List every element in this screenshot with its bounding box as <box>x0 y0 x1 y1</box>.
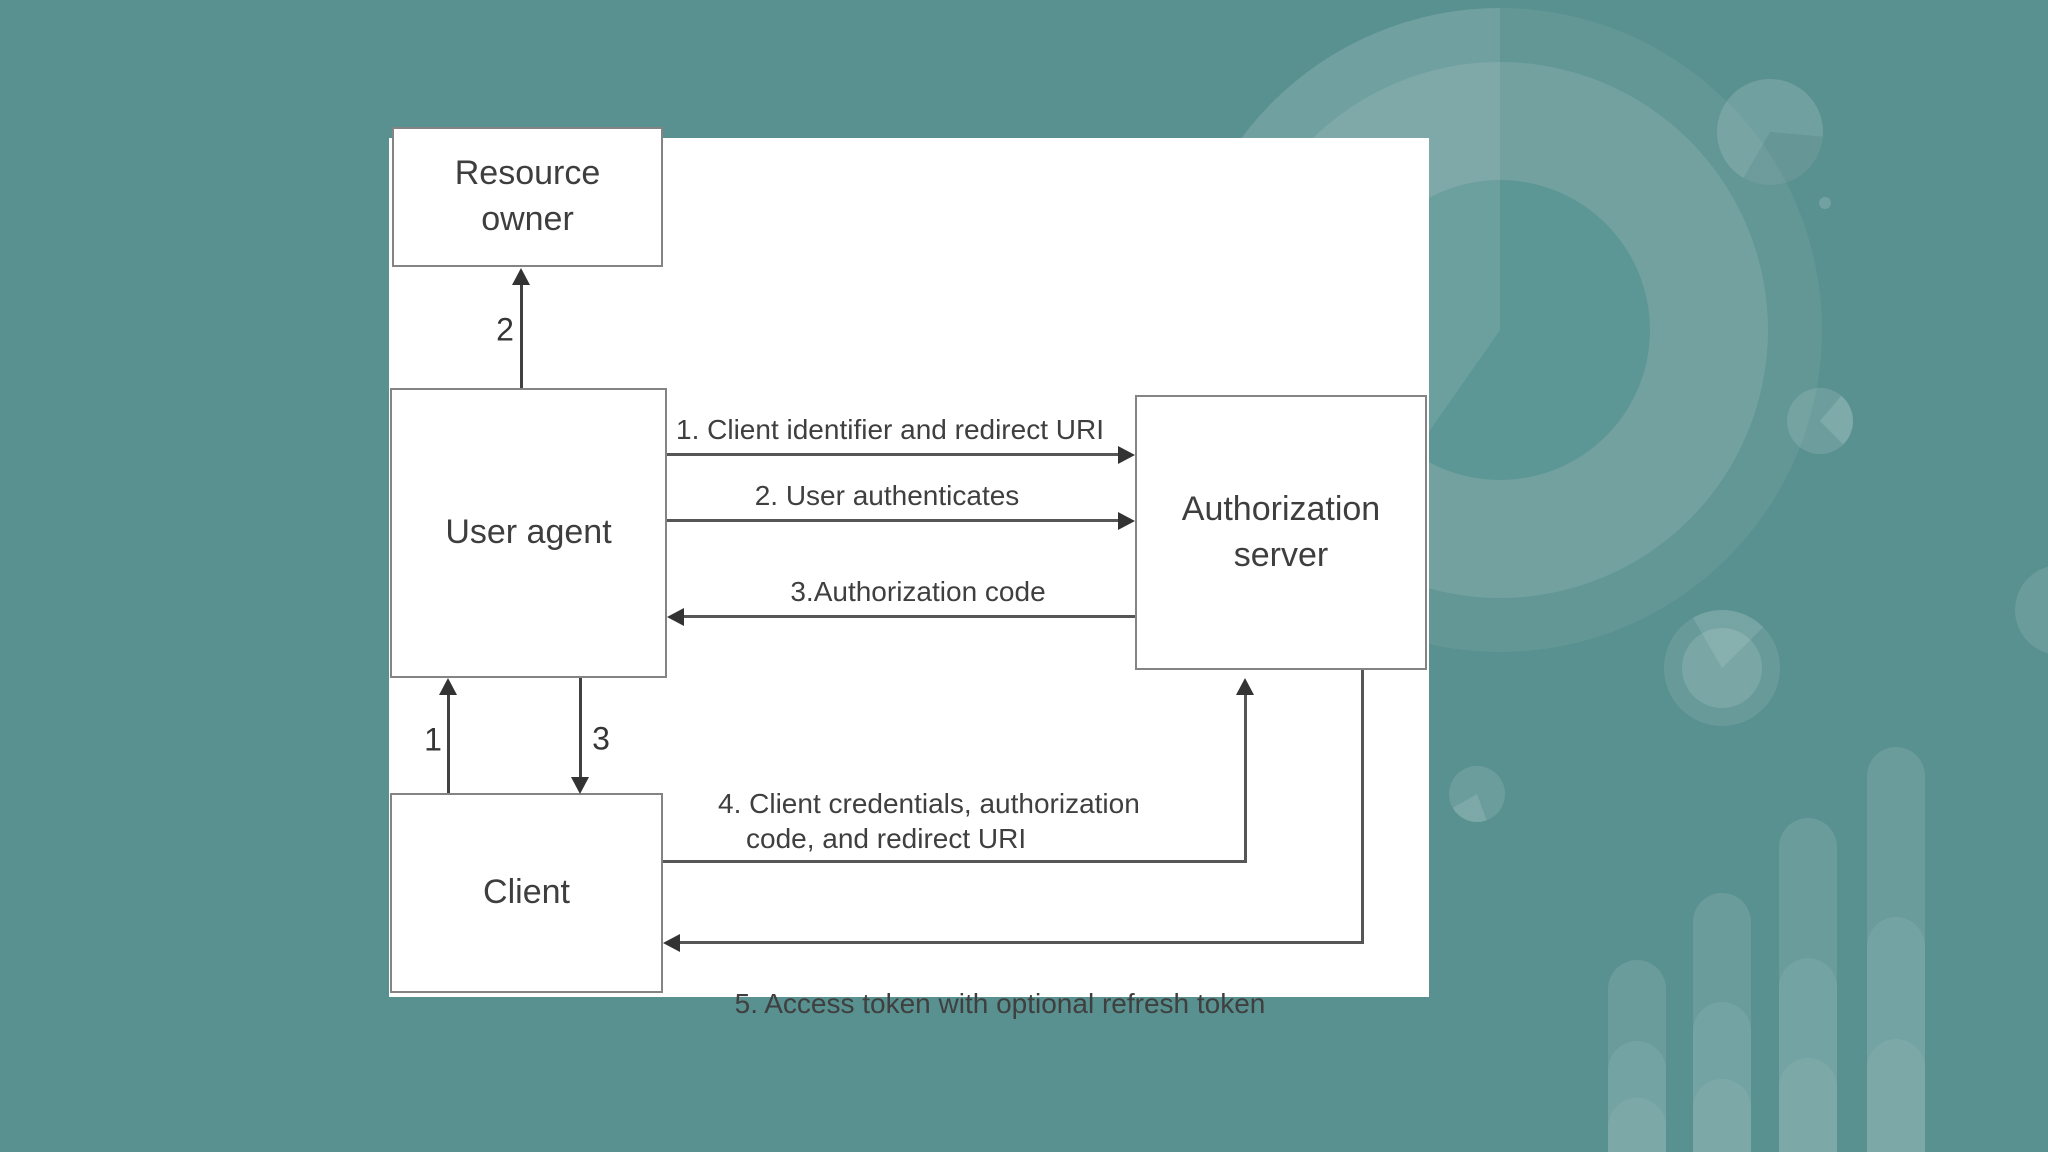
msg4-label-line1: 4. Client credentials, authorization <box>718 788 1140 819</box>
bar-chart-bar-2-icon <box>1693 893 1751 1152</box>
arrow-msg5-vertical-line <box>1361 670 1364 944</box>
arrow-msg4-horizontal-line <box>663 860 1247 863</box>
msg5-label: 5. Access token with optional refresh to… <box>734 988 1266 1019</box>
arrow-msg5-horizontal-line <box>679 941 1364 944</box>
pie-chart-small-left-icon <box>1449 766 1505 822</box>
step-number-1: 1 <box>424 721 442 758</box>
node-resource-owner: Resource owner <box>392 127 663 267</box>
arrowhead-left-icon <box>663 934 680 952</box>
node-client: Client <box>390 793 663 993</box>
msg4-label-line2: code, and redirect URI <box>746 823 1027 854</box>
decoration-edge-blob-icon <box>2015 565 2048 655</box>
arrowhead-up-icon <box>439 678 457 695</box>
arrowhead-down-icon <box>571 777 589 794</box>
arrowhead-right-icon <box>1118 512 1135 530</box>
bar-chart-bar-3-icon <box>1779 818 1837 1152</box>
node-user-agent: User agent <box>390 388 667 678</box>
pie-chart-center-right-icon <box>1664 610 1780 726</box>
arrowhead-left-icon <box>667 608 684 626</box>
arrow-msg2-line <box>667 519 1119 522</box>
msg2-label: 2. User authenticates <box>754 480 1020 511</box>
node-authorization-server: Authorization server <box>1135 395 1427 670</box>
node-user-agent-label: User agent <box>445 513 612 552</box>
arrow-msg3-line <box>683 615 1135 618</box>
msg3-label: 3.Authorization code <box>790 576 1046 607</box>
arrow-msg1-line <box>667 453 1119 456</box>
arrowhead-right-icon <box>1118 446 1135 464</box>
arrow-user-agent-to-resource-owner-line <box>520 272 523 388</box>
pie-chart-mid-right-icon <box>1787 388 1853 454</box>
arrowhead-up-icon <box>1236 678 1254 695</box>
arrow-msg4-vertical-line <box>1244 692 1247 863</box>
decoration-dot-icon <box>1819 197 1831 209</box>
node-resource-owner-label: Resource owner <box>454 154 601 238</box>
node-client-label: Client <box>483 873 570 912</box>
bar-chart-bar-1-icon <box>1608 960 1666 1152</box>
arrowhead-up-icon <box>512 268 530 285</box>
step-number-2: 2 <box>496 311 514 348</box>
pie-chart-center-right-inner-icon <box>1682 628 1762 708</box>
arrow-user-agent-to-client-line <box>579 678 582 778</box>
msg4-label: 4. Client credentials, authorization cod… <box>718 786 1140 856</box>
step-number-3: 3 <box>592 720 610 757</box>
node-authorization-server-label: Authorization server <box>1181 489 1381 574</box>
arrow-client-to-user-agent-line <box>447 692 450 793</box>
bar-chart-bar-4-icon <box>1867 747 1925 1152</box>
msg1-label: 1. Client identifier and redirect URI <box>676 414 1104 445</box>
pie-chart-top-right-icon <box>1717 79 1823 185</box>
